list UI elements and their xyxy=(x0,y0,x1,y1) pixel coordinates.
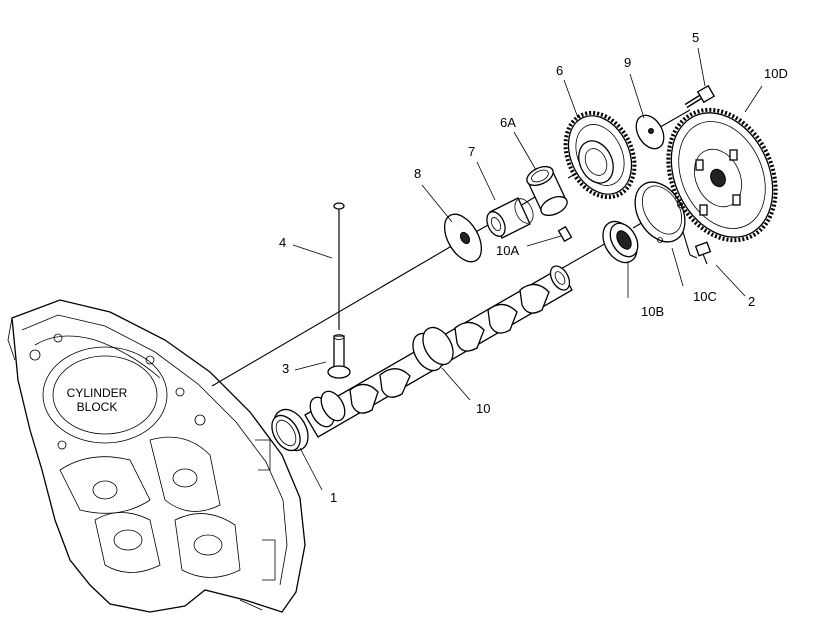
part-10a-key xyxy=(557,225,573,243)
part-5-bolt xyxy=(684,84,716,109)
leader-lines xyxy=(292,47,763,491)
callout-6: 6 xyxy=(556,63,563,78)
callout-1: 1 xyxy=(330,490,337,505)
block-label-line2: BLOCK xyxy=(77,400,118,414)
part-10-camshaft xyxy=(304,265,573,438)
callout-2: 2 xyxy=(748,294,755,309)
callout-labels: 1 2 3 4 5 6 6A 7 8 9 10 10A 10B 10C 10D xyxy=(279,30,788,505)
part-9-washer xyxy=(635,114,665,150)
part-10b-bearing xyxy=(602,220,639,264)
callout-10: 10 xyxy=(476,401,490,416)
callout-5: 5 xyxy=(692,30,699,45)
part-1-bearing xyxy=(271,408,309,452)
part-4-rod xyxy=(333,202,345,330)
callout-10d: 10D xyxy=(764,66,788,81)
part-6a-sleeve xyxy=(526,165,568,217)
part-10c-thrust-plate xyxy=(634,181,686,243)
part-7-shaft xyxy=(486,197,534,239)
block-label-line1: CYLINDER xyxy=(67,386,128,400)
part-10d-cam-gear xyxy=(666,107,778,243)
part-2-bolt xyxy=(694,241,712,265)
callout-10c: 10C xyxy=(693,289,717,304)
callout-8: 8 xyxy=(414,166,421,181)
callout-9: 9 xyxy=(624,55,631,70)
callout-10a: 10A xyxy=(496,243,519,258)
callout-7: 7 xyxy=(468,144,475,159)
callout-6a: 6A xyxy=(500,115,516,130)
cylinder-block: CYLINDER BLOCK xyxy=(7,299,306,613)
part-8-plate xyxy=(443,213,483,263)
callout-10b: 10B xyxy=(641,304,664,319)
callout-3: 3 xyxy=(282,361,289,376)
part-6-idler-gear xyxy=(563,110,637,200)
part-3-plug xyxy=(327,334,351,379)
callout-4: 4 xyxy=(279,235,286,250)
